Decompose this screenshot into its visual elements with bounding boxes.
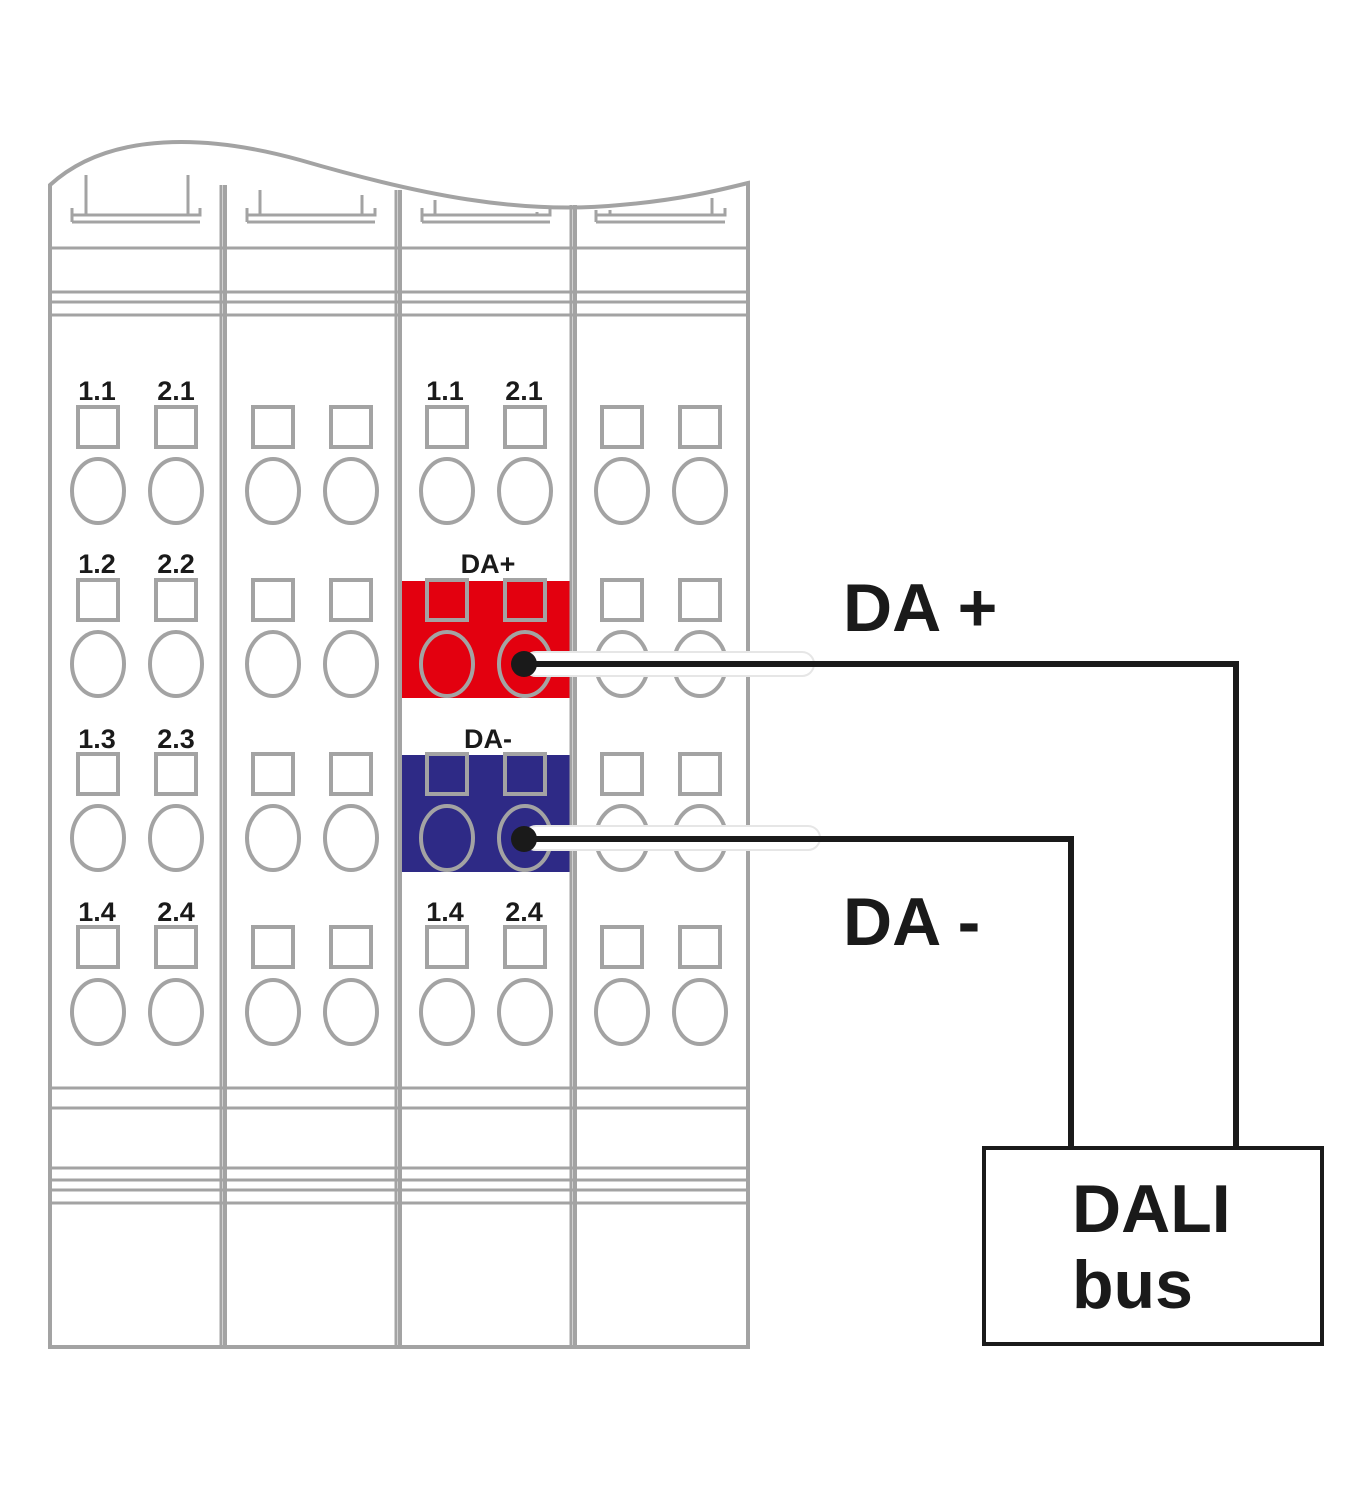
terminal-release-button-m3-r2-c2 <box>503 578 547 622</box>
terminal-release-button-m2-r4-c2 <box>329 925 373 969</box>
terminal-opening-m2-r4-c2 <box>323 978 379 1046</box>
terminal-release-button-m3-r3-c1 <box>425 752 469 796</box>
terminal-release-button-m1-r4-c2 <box>154 925 198 969</box>
terminal-release-button-m1-r2-c2 <box>154 578 198 622</box>
terminal-release-button-m3-r1-c1 <box>425 405 469 449</box>
dali-bus-box: DALI bus <box>982 1146 1324 1346</box>
terminal-opening-m2-r1-c1 <box>245 457 301 525</box>
terminal-release-button-m1-r3-c2 <box>154 752 198 796</box>
terminal-labels: 1.1 2.1 1.2 2.2 1.3 2.3 1.4 2.4 1.1 2.1 … <box>78 376 543 927</box>
terminal-opening-m1-r3-c1 <box>70 804 126 872</box>
terminal-release-button-m4-r1-c1 <box>600 405 644 449</box>
label-m3-1-4: 1.4 <box>426 897 464 927</box>
terminal-release-button-m2-r2-c2 <box>329 578 373 622</box>
terminal-opening-m3-r1-c1 <box>419 457 475 525</box>
label-m1-1-4: 1.4 <box>78 897 116 927</box>
da-plus-wire-end <box>511 651 537 677</box>
terminal-opening-m2-r1-c2 <box>323 457 379 525</box>
terminal-block-housing <box>48 140 750 1349</box>
terminal-release-button-m4-r3-c2 <box>678 752 722 796</box>
terminal-release-button-m4-r4-c1 <box>600 925 644 969</box>
terminal-opening-m1-r4-c1 <box>70 978 126 1046</box>
terminal-opening-m4-r4-c2 <box>672 978 728 1046</box>
terminal-opening-m4-r4-c1 <box>594 978 650 1046</box>
da-minus-wire <box>524 836 1074 1150</box>
terminal-release-button-m4-r2-c2 <box>678 578 722 622</box>
terminal-release-button-m2-r1-c1 <box>251 405 295 449</box>
label-m3-da-minus: DA- <box>464 724 512 754</box>
terminal-opening-m1-r3-c2 <box>148 804 204 872</box>
terminal-opening-m3-r4-c2 <box>497 978 553 1046</box>
terminal-opening-m2-r4-c1 <box>245 978 301 1046</box>
dali-bus-line1: DALI <box>1072 1171 1231 1247</box>
terminal-opening-m1-r4-c2 <box>148 978 204 1046</box>
terminal-opening-m3-r4-c1 <box>419 978 475 1046</box>
terminal-opening-m2-r3-c2 <box>323 804 379 872</box>
label-m1-1-3: 1.3 <box>78 724 116 754</box>
da-plus-label: DA + <box>843 570 997 646</box>
wiring <box>511 651 1239 1150</box>
terminal-release-button-m3-r2-c1 <box>425 578 469 622</box>
terminal-opening-m2-r2-c2 <box>323 630 379 698</box>
terminal-opening-m1-r2-c2 <box>148 630 204 698</box>
terminal-opening-m4-r1-c2 <box>672 457 728 525</box>
terminal-grid <box>70 405 728 1046</box>
label-m1-2-1: 2.1 <box>157 376 195 406</box>
terminal-opening-m2-r3-c1 <box>245 804 301 872</box>
terminal-release-button-m2-r3-c2 <box>329 752 373 796</box>
terminal-opening-m2-r2-c1 <box>245 630 301 698</box>
dali-bus-line2: bus <box>1072 1247 1193 1323</box>
terminal-release-button-m3-r1-c2 <box>503 405 547 449</box>
terminal-release-button-m2-r4-c1 <box>251 925 295 969</box>
label-m1-1-2: 1.2 <box>78 549 116 579</box>
label-m3-2-1: 2.1 <box>505 376 543 406</box>
terminal-release-button-m1-r3-c1 <box>76 752 120 796</box>
terminal-release-button-m2-r3-c1 <box>251 752 295 796</box>
da-minus-wire-end <box>511 826 537 852</box>
terminal-release-button-m1-r1-c1 <box>76 405 120 449</box>
label-m3-2-4: 2.4 <box>505 897 543 927</box>
terminal-release-button-m3-r4-c1 <box>425 925 469 969</box>
terminal-release-button-m4-r4-c2 <box>678 925 722 969</box>
terminal-release-button-m3-r3-c2 <box>503 752 547 796</box>
label-m1-1-1: 1.1 <box>78 376 116 406</box>
terminal-release-button-m1-r1-c2 <box>154 405 198 449</box>
terminal-release-button-m2-r1-c2 <box>329 405 373 449</box>
terminal-release-button-m4-r1-c2 <box>678 405 722 449</box>
terminal-release-button-m4-r2-c1 <box>600 578 644 622</box>
terminal-opening-m3-r2-c1 <box>419 630 475 698</box>
da-minus-label: DA - <box>843 884 980 960</box>
label-m3-1-1: 1.1 <box>426 376 464 406</box>
terminal-release-button-m1-r4-c1 <box>76 925 120 969</box>
terminal-release-button-m2-r2-c1 <box>251 578 295 622</box>
terminal-release-button-m4-r3-c1 <box>600 752 644 796</box>
label-m1-2-3: 2.3 <box>157 724 195 754</box>
label-m1-2-2: 2.2 <box>157 549 195 579</box>
terminal-release-button-m3-r4-c2 <box>503 925 547 969</box>
terminal-opening-m4-r1-c1 <box>594 457 650 525</box>
terminal-opening-m1-r1-c1 <box>70 457 126 525</box>
da-plus-wire <box>524 661 1239 1150</box>
terminal-opening-m1-r2-c1 <box>70 630 126 698</box>
label-m1-2-4: 2.4 <box>157 897 195 927</box>
terminal-release-button-m1-r2-c1 <box>76 578 120 622</box>
label-m3-da-plus: DA+ <box>461 549 516 579</box>
terminal-opening-m1-r1-c2 <box>148 457 204 525</box>
terminal-opening-m3-r3-c1 <box>419 804 475 872</box>
terminal-opening-m3-r1-c2 <box>497 457 553 525</box>
